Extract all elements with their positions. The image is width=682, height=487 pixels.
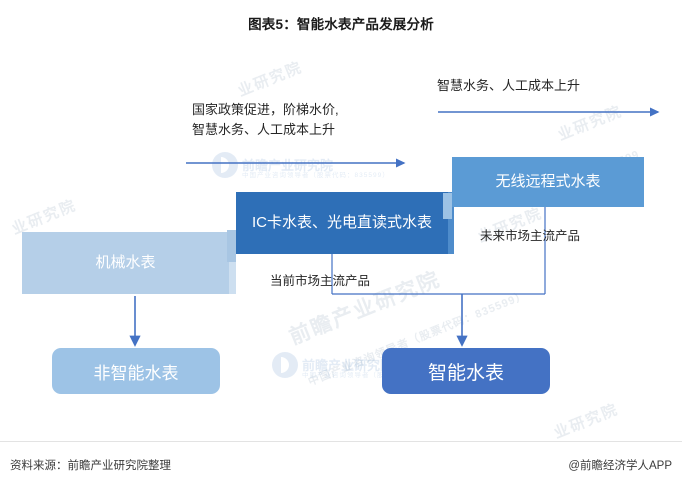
stage-label-ic-card: IC卡水表、光电直读式水表 [251, 213, 432, 231]
note-future-market: 未来市场主流产品 [480, 229, 581, 243]
watermark-tiled: 业研究院 [555, 102, 626, 145]
outcome-box-smart[interactable]: 智能水表 [382, 348, 550, 394]
driver-label-ic-to-wireless: 智慧水务、人工成本上升 [437, 76, 580, 96]
stage-label-wireless-remote: 无线远程式水表 [495, 172, 601, 190]
watermark-logo-text: 前瞻产业研究院 [242, 158, 334, 173]
watermark-tiled: 业研究院 [235, 58, 306, 101]
footer-source: 资料来源：前瞻产业研究院整理 [10, 460, 171, 472]
driver-label-line-2: 智慧水务、人工成本上升 [192, 122, 336, 138]
outcome-label-smart: 智能水表 [427, 362, 504, 384]
driver-label-mech-to-ic: 国家政策促进，阶梯水价, 智慧水务、人工成本上升 [192, 100, 339, 140]
stage-box-ic-card[interactable]: IC卡水表、光电直读式水表 [227, 192, 454, 262]
outcome-box-non-smart[interactable]: 非智能水表 [52, 348, 220, 394]
driver-label-line-1: 国家政策促进，阶梯水价, [192, 102, 339, 117]
watermark-logo-icon: 前瞻产业研究院 中国产业咨询领导者（股票代码：835599） [272, 352, 449, 379]
watermark-tiled: 业研究院 [551, 400, 622, 443]
outcome-label-non-smart: 非智能水表 [93, 363, 179, 383]
footer-attribution: @前瞻经济学人APP [568, 460, 672, 472]
stage-box-wireless-remote[interactable]: 无线远程式水表 [443, 157, 644, 219]
note-current-market: 当前市场主流产品 [270, 274, 371, 288]
footer-divider [0, 441, 682, 442]
stage-box-mechanical[interactable]: 机械水表 [22, 232, 236, 294]
watermark-logo-text: 前瞻产业研究院 [302, 358, 394, 373]
watermark-logo-subtext: 中国产业咨询领导者（股票代码：835599） [242, 172, 390, 179]
watermark-logo-icon: 前瞻产业研究院 中国产业咨询领导者（股票代码：835599） [212, 152, 389, 179]
page-title: 图表5：智能水表产品发展分析 [248, 17, 434, 32]
stage-label-mechanical: 机械水表 [95, 253, 156, 271]
driver-label-line-1: 智慧水务、人工成本上升 [437, 78, 581, 93]
